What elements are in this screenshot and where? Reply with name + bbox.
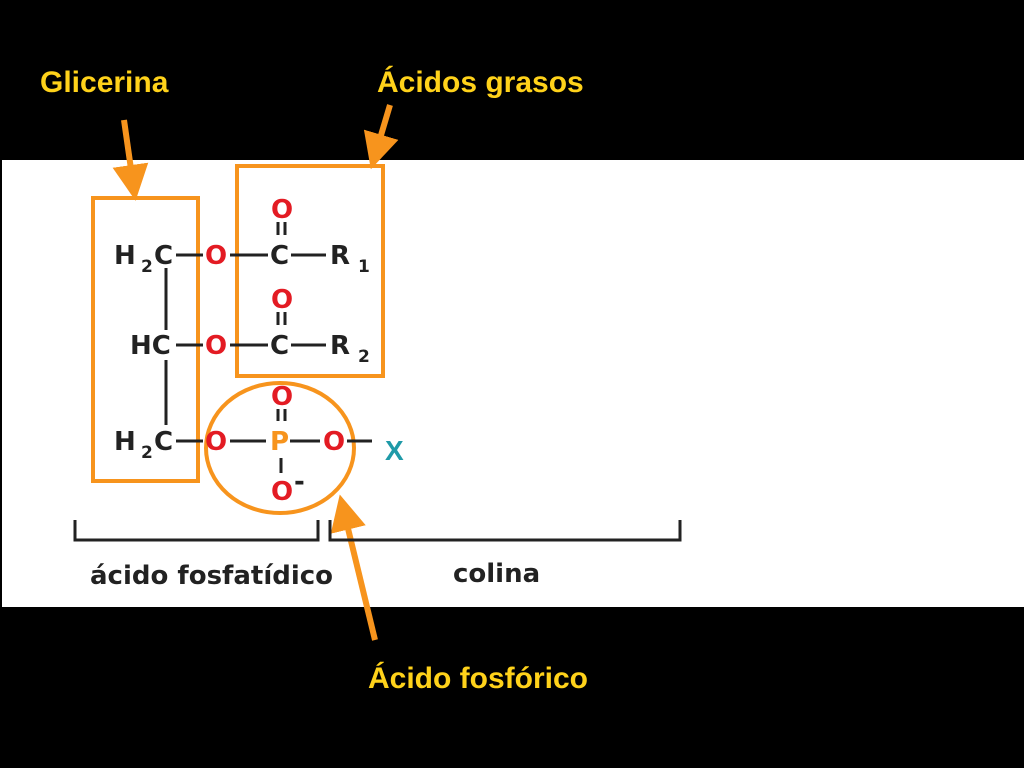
choline-bracket xyxy=(328,520,682,542)
phosphoric-acid-label: Ácido fosfórico xyxy=(368,661,588,695)
row3-ester-o: O xyxy=(323,427,345,457)
phosphatidic-acid-label: ácido fosfatídico xyxy=(90,561,333,591)
phosphate-bottom-o: O xyxy=(271,477,293,507)
fatty-acids-label: Ácidos grasos xyxy=(377,65,584,99)
choline-label: colina xyxy=(453,559,540,589)
row1-carbonyl-o: O xyxy=(271,195,293,225)
row2-carbonyl-c: C xyxy=(270,331,289,361)
row3-o: O xyxy=(205,427,227,457)
row1-r: R xyxy=(330,241,350,271)
row3-h: H xyxy=(114,427,136,457)
row1-o: O xyxy=(205,241,227,271)
fatty-acids-arrow xyxy=(363,104,399,170)
phosphate-minus-charge: - xyxy=(294,467,305,497)
row2-carbonyl-o: O xyxy=(271,285,293,315)
phosphoric-acid-arrow xyxy=(330,494,378,641)
glycerol-label: Glicerina xyxy=(40,66,169,99)
row-3: H 2 C O P O O O - xyxy=(114,382,372,507)
row1-sub1: 1 xyxy=(358,257,370,277)
row1-carbonyl-c: C xyxy=(270,241,289,271)
white-panel xyxy=(2,160,1024,607)
row2-hc: HC xyxy=(130,331,171,361)
glycerol-box xyxy=(91,196,200,483)
phosphorus-p: P xyxy=(270,427,289,457)
row2-sub2: 2 xyxy=(358,347,370,367)
x-group-label: X xyxy=(385,435,404,466)
row-1: H 2 C O C R 1 O xyxy=(114,195,370,277)
row-2: HC O C R 2 O xyxy=(130,285,370,367)
row3-sub2: 2 xyxy=(141,443,153,463)
phosphate-circle xyxy=(204,381,356,515)
row2-r: R xyxy=(330,331,350,361)
row2-o: O xyxy=(205,331,227,361)
row3-c: C xyxy=(154,427,173,457)
phosphate-top-o: O xyxy=(271,382,293,412)
glycerol-arrow xyxy=(112,119,149,201)
row1-c: C xyxy=(154,241,173,271)
row1-h: H xyxy=(114,241,136,271)
phosphatidic-acid-bracket xyxy=(73,520,320,542)
row1-sub2: 2 xyxy=(141,257,153,277)
fatty-acids-box xyxy=(235,164,385,378)
